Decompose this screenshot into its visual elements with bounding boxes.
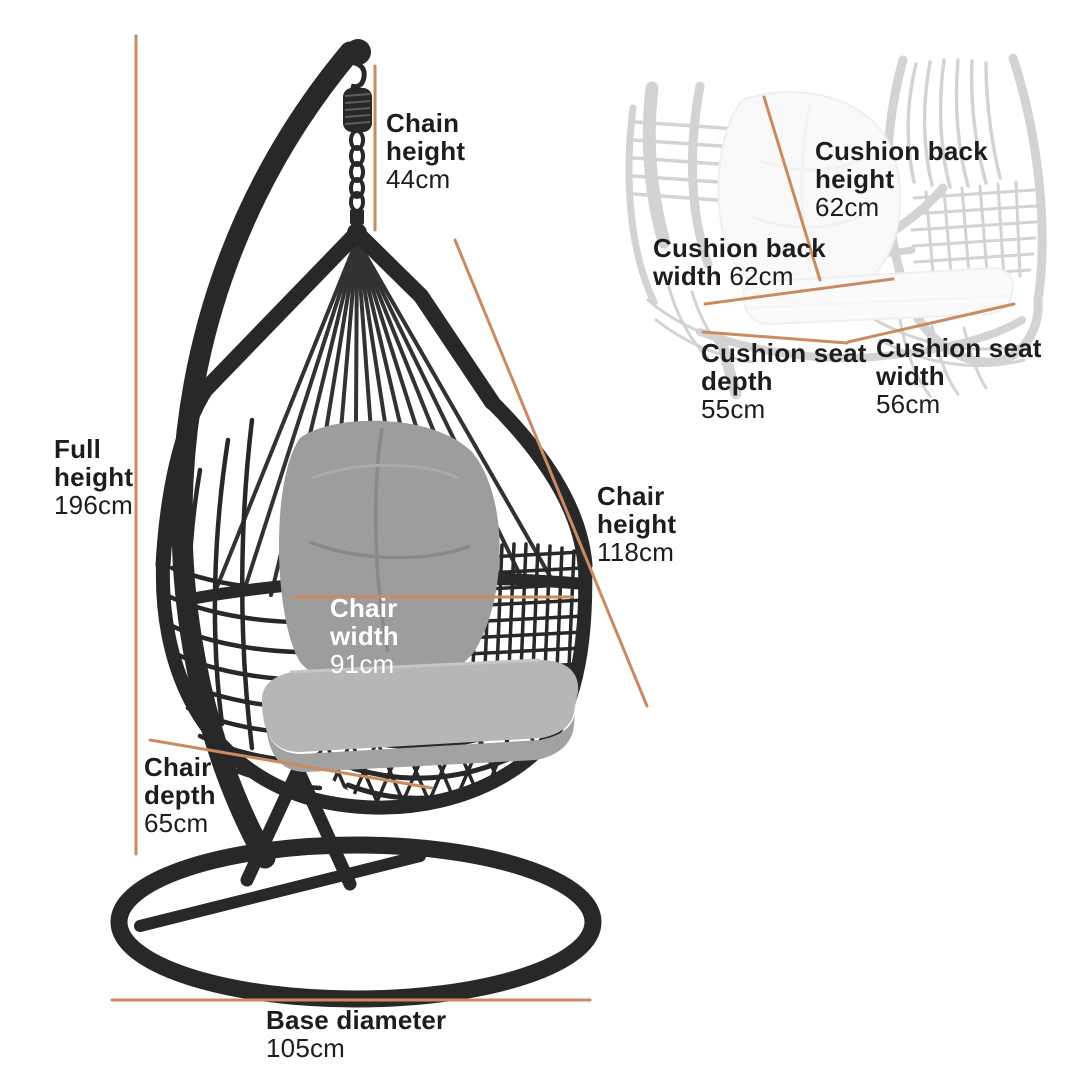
cushion-back-height-line (762, 95, 822, 282)
cushion-back-width-label: Cushion back width 62cm (653, 233, 826, 291)
full-height-label: Full height 196cm (54, 434, 134, 520)
cushion-seat-width-label: Cushion seat width 56cm (876, 333, 1042, 419)
dimension-lines (110, 34, 1016, 1002)
chain (349, 129, 365, 213)
cushion-inset-illustration (625, 53, 1047, 400)
base-diameter-label: Base diameter 105cm (266, 1005, 447, 1063)
back-cushion (278, 420, 500, 691)
hook-icon (349, 59, 367, 90)
chair-cushions (262, 420, 579, 772)
chair-width-label: Chair width 91cm (330, 593, 399, 679)
chain-height-label: Chain height 44cm (386, 108, 466, 194)
cushion-seat-width-line (846, 302, 1016, 344)
chair-depth-label: Chair depth 65cm (144, 752, 216, 838)
cushion-seat-depth-line (701, 330, 849, 345)
cushion-seat-depth-label: Cushion seat depth 55cm (701, 338, 867, 424)
pole-cap (345, 39, 371, 65)
cushion-back-width-line (703, 277, 895, 306)
seat-cushion (262, 658, 579, 772)
chair-height-label: Chair height 118cm (597, 481, 677, 567)
cushion-back-height-label: Cushion back height 62cm (815, 136, 988, 222)
chain-and-spring (343, 39, 372, 232)
chair-height-line (453, 238, 649, 708)
chair-depth-line (148, 738, 434, 790)
